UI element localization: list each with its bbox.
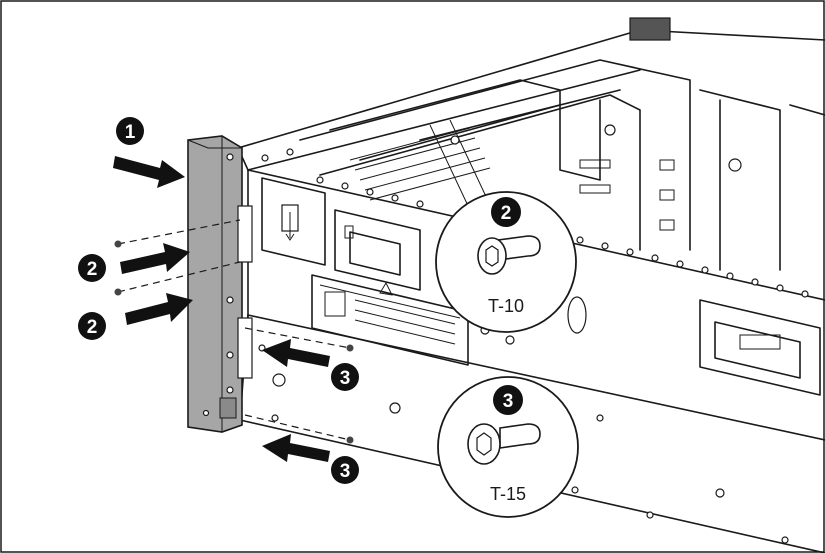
callout-3b: 3: [331, 456, 359, 484]
detail-view-t10: 2 T-10: [435, 191, 577, 333]
mounting-bracket: [187, 135, 253, 433]
rear-tab: [629, 17, 671, 41]
cage-right: [699, 89, 781, 271]
cage-rib-2: [359, 104, 561, 161]
server-chassis: [237, 17, 825, 553]
screw-icon: [114, 288, 122, 296]
drive-size-label: T-10: [488, 296, 524, 316]
screw-icon: [346, 436, 354, 444]
callout-number: 2: [87, 259, 98, 280]
arrow-left-icon: [262, 434, 330, 462]
callout-number: 3: [340, 461, 351, 482]
screw-icon: [346, 344, 354, 352]
detail-number: 2: [501, 203, 512, 224]
callout-number: 1: [125, 122, 136, 143]
callout-2b: 2: [78, 312, 106, 340]
screw-guides: [114, 219, 354, 444]
torx-screw-icon: [477, 235, 541, 275]
callout-1: 1: [116, 117, 144, 145]
arrow-right-icon: [113, 156, 185, 188]
oval-slot: [567, 296, 587, 334]
cage-rib-3: [419, 89, 621, 141]
drive-size-label: T-15: [490, 484, 526, 504]
left-handle-icon: [334, 209, 421, 291]
arrow-left-icon: [262, 339, 330, 367]
cage-right-3: [789, 104, 825, 116]
detail-number: 3: [503, 391, 514, 412]
warning-label: [311, 274, 469, 366]
detail-view-t15: 3 T-15: [437, 376, 579, 518]
torx-screw-icon: [467, 423, 541, 465]
direction-arrows: [113, 156, 330, 462]
callout-2a: 2: [78, 254, 106, 282]
cage-rear: [299, 59, 691, 251]
side-slots: [579, 159, 675, 231]
arrow-right-icon: [125, 293, 193, 325]
switch-arrow-icon: [285, 212, 295, 241]
cage-rib-1: [329, 79, 561, 131]
switch-panel: [261, 177, 326, 266]
arrow-right-icon: [120, 243, 190, 274]
cage-box: [559, 89, 601, 181]
callout-number: 2: [87, 317, 98, 338]
right-handle-icon: [699, 299, 821, 396]
callout-3a: 3: [331, 363, 359, 391]
front-rail-holes: [261, 148, 809, 298]
grille: [349, 119, 491, 211]
callout-number: 3: [340, 368, 351, 389]
screw-icon: [114, 240, 122, 248]
cage-mid: [319, 94, 641, 251]
